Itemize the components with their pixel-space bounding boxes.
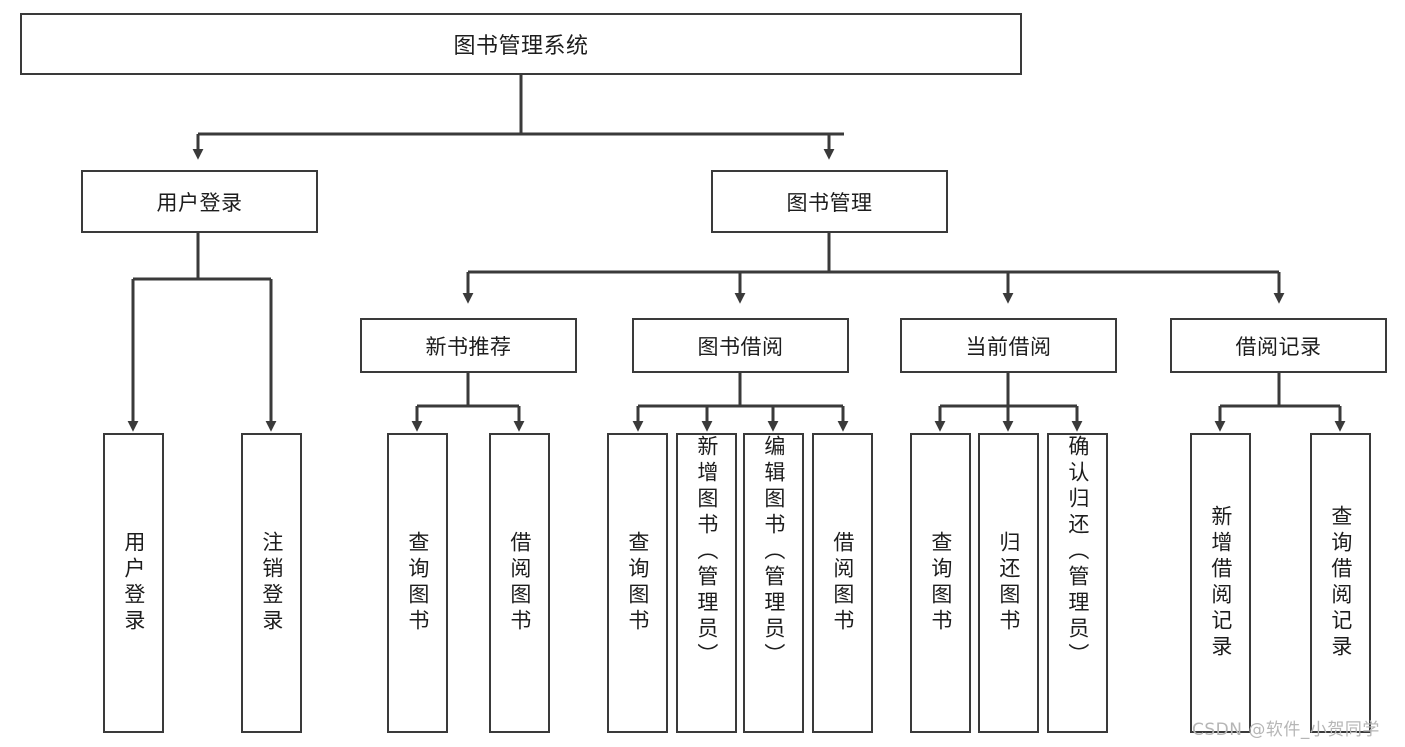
node-leaf-return-book[interactable]: 归还图书 [978, 433, 1039, 733]
node-leaf-add-book[interactable]: 新增图书（管理员） [676, 433, 737, 733]
node-label: 当前借阅 [965, 334, 1052, 359]
node-leaf-query-book-3[interactable]: 查询图书 [910, 433, 971, 733]
node-leaf-query-book-2[interactable]: 查询图书 [607, 433, 668, 733]
csdn-watermark: CSDN @软件_小贺同学 [1192, 720, 1380, 740]
node-label: 借阅记录 [1235, 334, 1322, 359]
node-book-management[interactable]: 图书管理 [711, 170, 948, 233]
node-current-borrow[interactable]: 当前借阅 [900, 318, 1117, 373]
node-label: 归还图书 [996, 531, 1021, 635]
node-leaf-user-login[interactable]: 用户登录 [103, 433, 164, 733]
node-book-borrow[interactable]: 图书借阅 [632, 318, 849, 373]
node-leaf-confirm-return[interactable]: 确认归还（管理员） [1047, 433, 1108, 733]
node-label: 注销登录 [259, 531, 284, 635]
node-leaf-add-record[interactable]: 新增借阅记录 [1190, 433, 1251, 733]
node-leaf-borrow-book-1[interactable]: 借阅图书 [489, 433, 550, 733]
node-root-book-management-system[interactable]: 图书管理系统 [20, 13, 1022, 75]
node-label: 新书推荐 [425, 334, 512, 359]
node-label: 查询借阅记录 [1328, 505, 1353, 661]
node-label: 用户登录 [156, 190, 243, 215]
node-label: 确认归还（管理员） [1065, 435, 1090, 669]
node-label: 查询图书 [405, 531, 430, 635]
node-label: 新增借阅记录 [1208, 505, 1233, 661]
node-leaf-query-book-1[interactable]: 查询图书 [387, 433, 448, 733]
node-borrow-record[interactable]: 借阅记录 [1170, 318, 1387, 373]
node-label: 图书借阅 [697, 334, 784, 359]
node-label: 查询图书 [928, 531, 953, 635]
node-new-book-recommend[interactable]: 新书推荐 [360, 318, 577, 373]
node-label: 新增图书（管理员） [694, 435, 719, 669]
node-label: 用户登录 [121, 531, 146, 635]
node-leaf-query-record[interactable]: 查询借阅记录 [1310, 433, 1371, 733]
node-leaf-edit-book[interactable]: 编辑图书（管理员） [743, 433, 804, 733]
node-label: 借阅图书 [507, 531, 532, 635]
node-label: 借阅图书 [830, 531, 855, 635]
node-label: 图书管理系统 [453, 34, 589, 59]
node-label: 图书管理 [786, 190, 873, 215]
node-label: 编辑图书（管理员） [761, 435, 786, 669]
node-leaf-user-logout[interactable]: 注销登录 [241, 433, 302, 733]
node-label: 查询图书 [625, 531, 650, 635]
node-leaf-borrow-book-2[interactable]: 借阅图书 [812, 433, 873, 733]
node-user-login[interactable]: 用户登录 [81, 170, 318, 233]
